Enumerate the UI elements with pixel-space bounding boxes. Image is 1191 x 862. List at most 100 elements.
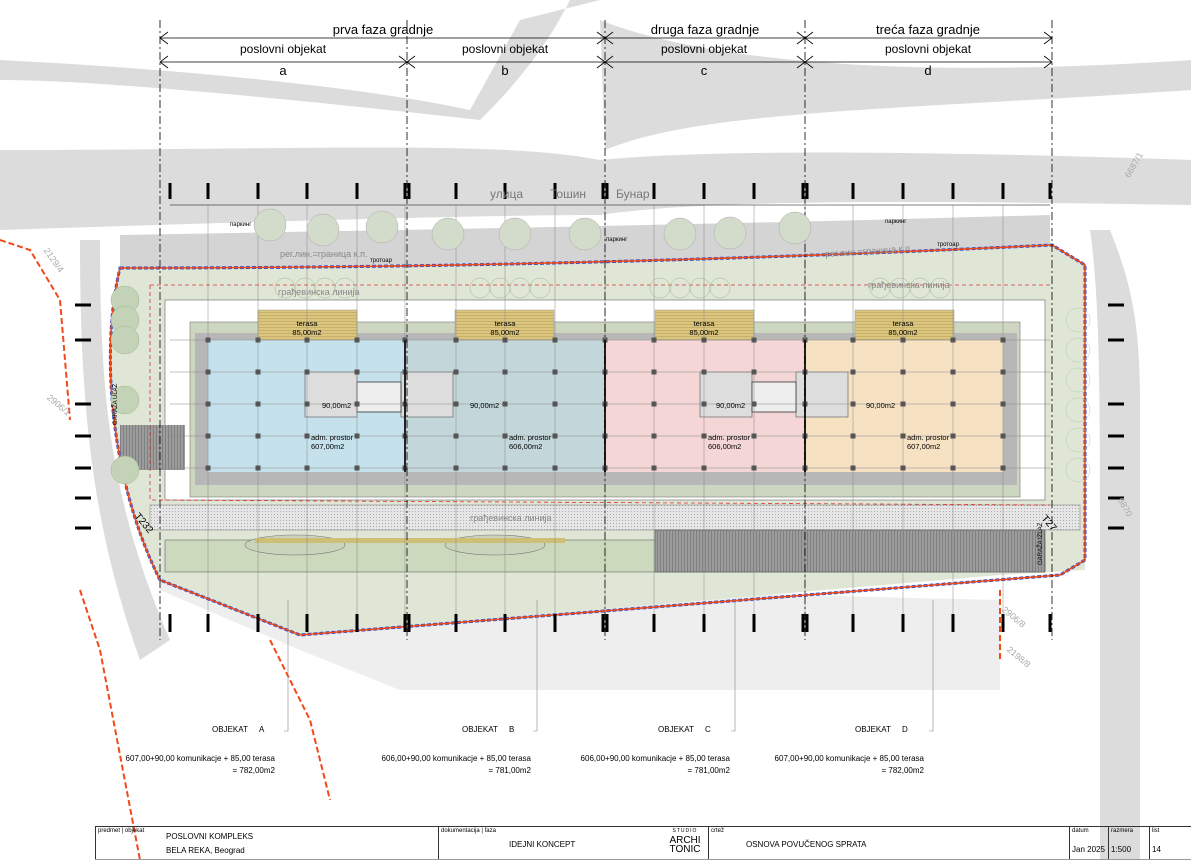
column (950, 337, 956, 343)
axis-tick-bottom (503, 614, 507, 632)
tree-icon (110, 325, 140, 355)
terrace-area: 85,00m2 (490, 328, 520, 337)
column (900, 465, 906, 471)
column (850, 465, 856, 471)
object-label-c: OBJEKAT C (658, 725, 711, 734)
title-block: predmet | objekat POSLOVNI KOMPLEKS BELA… (95, 826, 1191, 860)
tree-icon (1065, 397, 1091, 423)
tree-icon (1065, 307, 1091, 333)
axis-tick-top (355, 183, 359, 199)
garage-exit-label: GARAŽA IZLAZ (1038, 522, 1044, 565)
column (304, 465, 310, 471)
building-letter-a: a (279, 63, 287, 78)
sheet-value: 14 (1152, 845, 1161, 854)
studio-logo-top: STUDIO (672, 828, 698, 834)
axis-tick-right (1108, 338, 1124, 342)
column (751, 369, 757, 375)
axis-tick-bottom (1001, 614, 1005, 632)
column (1000, 337, 1006, 343)
axis-tick-top (553, 183, 557, 199)
object-summary-d: 607,00+90,00 komunikacje + 85,00 terasa=… (775, 753, 924, 777)
axis-tick-left (75, 466, 91, 470)
building-type-b: poslovni objekat (461, 42, 549, 56)
office-name: adm. prostor (311, 433, 354, 442)
tree-icon (253, 208, 287, 242)
column (651, 401, 657, 407)
column (354, 433, 360, 439)
subject-label: predmet | objekat (98, 828, 145, 834)
axis-tick-bottom (454, 614, 458, 632)
axis-tick-right (1108, 402, 1124, 406)
axis-tick-bottom (752, 614, 756, 632)
tree-icon (663, 217, 697, 251)
summary-line-1: 607,00+90,00 komunikacje + 85,00 terasa (774, 754, 924, 763)
subject-line-1: POSLOVNI KOMPLEKS (166, 832, 254, 841)
column (950, 401, 956, 407)
axis-tick-top (454, 183, 458, 199)
column (552, 465, 558, 471)
column (900, 337, 906, 343)
core-area-a: 90,00m2 (322, 401, 352, 410)
summary-line-2: = 781,00m2 (687, 766, 730, 775)
object-label-b: OBJEKAT B (462, 725, 514, 734)
axis-tick-top (403, 183, 407, 199)
column (205, 401, 211, 407)
parking-label-3: паркинг (885, 219, 907, 225)
axis-tick-bottom (206, 614, 210, 632)
tree-icon (365, 210, 399, 244)
column (453, 369, 459, 375)
column (950, 433, 956, 439)
summary-line-1: 606,00+90,00 komunikacje + 85,00 terasa (381, 754, 531, 763)
column (900, 433, 906, 439)
column (304, 401, 310, 407)
object-id: D (901, 725, 908, 734)
column (552, 433, 558, 439)
axis-tick-top (605, 183, 609, 199)
axis-tick-right (1108, 526, 1124, 530)
object-leader-line (731, 600, 736, 732)
column (502, 401, 508, 407)
parking-label-1: паркинг (230, 222, 252, 228)
axis-tick-top (407, 183, 411, 199)
column (651, 337, 657, 343)
column (950, 465, 956, 471)
terrace-area: 85,00m2 (689, 328, 719, 337)
drawing-label: crtež (711, 828, 725, 834)
hedge-tree-icon (709, 277, 731, 299)
object-summary-a: 607,00+90,00 komunikacje + 85,00 terasa=… (126, 753, 275, 777)
sidewalk-label-2: тротоар (937, 242, 959, 248)
column (701, 465, 707, 471)
summary-line-2: = 782,00m2 (232, 766, 275, 775)
axis-tick-bottom (601, 614, 605, 632)
column (1000, 465, 1006, 471)
column (354, 465, 360, 471)
object-leader-line (929, 600, 934, 732)
hedge-tree-icon (529, 277, 551, 299)
axis-tick-right (1108, 303, 1124, 307)
office-name: adm. prostor (907, 433, 950, 442)
drawing-value: OSNOVA POVUČENOG SPRATA (746, 840, 867, 849)
column (552, 401, 558, 407)
axis-tick-bottom (256, 614, 260, 632)
axis-tick-top (752, 183, 756, 199)
core-toilets (356, 381, 402, 413)
date-value: Jan 2025 (1072, 845, 1105, 854)
axis-tick-right (1108, 434, 1124, 438)
building-type-a: poslovni objekat (239, 42, 327, 56)
street-word-3: Бунар (616, 187, 650, 201)
office-area: 606,00m2 (509, 442, 543, 451)
column (1000, 433, 1006, 439)
office-area: 607,00m2 (907, 442, 941, 451)
core-stair (304, 371, 358, 418)
object-id: C (704, 725, 711, 734)
column (701, 401, 707, 407)
terrace-name: terasa (296, 319, 318, 328)
axis-tick-top (256, 183, 260, 199)
tree-icon (498, 217, 532, 251)
axis-tick-top (1048, 183, 1052, 199)
object-leader-line (284, 600, 289, 732)
